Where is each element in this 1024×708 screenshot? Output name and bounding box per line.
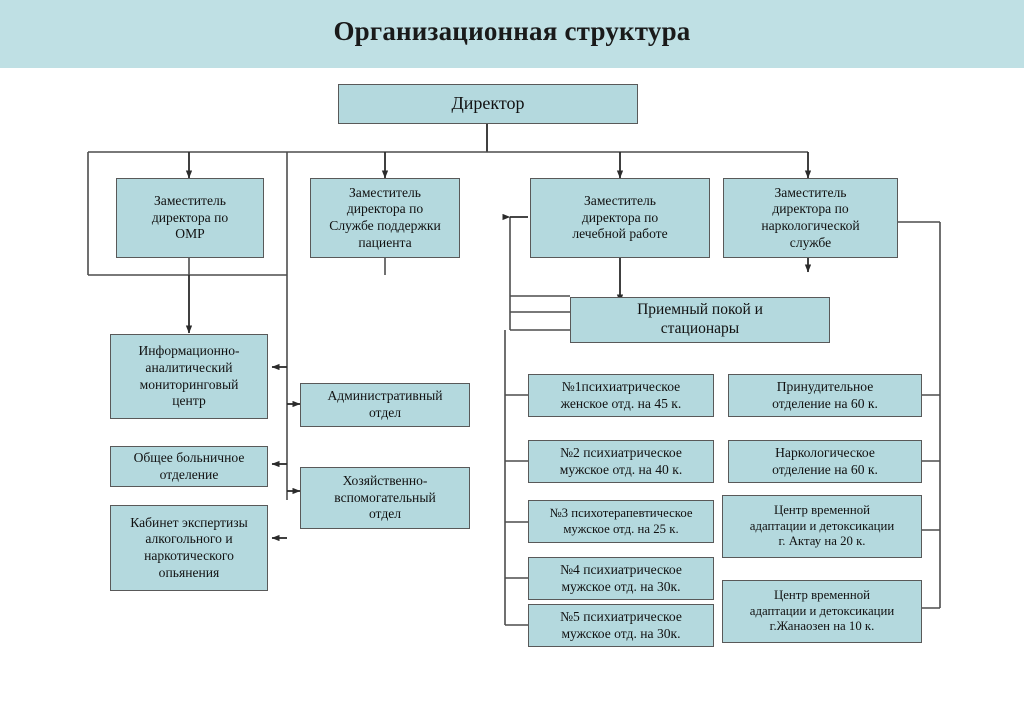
node-dept-1-label: №1психиатрическое женское отд. на 45 к. [560,378,682,411]
node-dept-3-label: №3 психотерапевтическое мужское отд. на … [549,505,693,536]
node-deputy-medical[interactable]: Заместитель директора по лечебной работе [530,178,710,258]
node-narcology-dept[interactable]: Наркологическое отделение на 60 к. [728,440,922,483]
node-deputy-patient-support[interactable]: Заместитель директора по Службе поддержк… [310,178,460,258]
node-compulsory-dept[interactable]: Принудительное отделение на 60 к. [728,374,922,417]
node-admin-dept[interactable]: Административный отдел [300,383,470,427]
node-director[interactable]: Директор [338,84,638,124]
node-expertise-office[interactable]: Кабинет экспертизы алкогольного и наркот… [110,505,268,591]
node-deputy-omr[interactable]: Заместитель директора по ОМР [116,178,264,258]
node-dept-4-label: №4 психиатрическое мужское отд. на 30к. [560,561,682,594]
node-general-hospital[interactable]: Общее больничное отделение [110,446,268,487]
node-center-zhanaozen[interactable]: Центр временной адаптации и детоксикации… [722,580,922,643]
node-center-aktau-label: Центр временной адаптации и детоксикации… [749,503,895,549]
node-expertise-office-label: Кабинет экспертизы алкогольного и наркот… [130,514,248,580]
node-support-dept[interactable]: Хозяйственно- вспомогательный отдел [300,467,470,529]
node-admin-dept-label: Административный отдел [327,388,443,420]
node-deputy-patient-support-label: Заместитель директора по Службе поддержк… [329,184,441,250]
node-center-zhanaozen-label: Центр временной адаптации и детоксикации… [749,588,895,634]
node-dept-3[interactable]: №3 психотерапевтическое мужское отд. на … [528,500,714,543]
title-banner [0,0,1024,68]
node-deputy-narcology-label: Заместитель директора по наркологической… [761,184,860,250]
node-deputy-medical-label: Заместитель директора по лечебной работе [572,193,668,242]
node-support-dept-label: Хозяйственно- вспомогательный отдел [334,473,436,522]
node-dept-2[interactable]: №2 психиатрическое мужское отд. на 40 к. [528,440,714,483]
node-deputy-narcology[interactable]: Заместитель директора по наркологической… [723,178,898,258]
node-dept-2-label: №2 психиатрическое мужское отд. на 40 к. [559,444,683,477]
node-reception[interactable]: Приемный покой и стационары [570,297,830,343]
node-info-center-label: Информационно- аналитический мониторинго… [138,343,240,409]
node-director-label: Директор [451,93,525,114]
node-dept-5-label: №5 психиатрическое мужское отд. на 30к. [560,608,682,641]
node-info-center[interactable]: Информационно- аналитический мониторинго… [110,334,268,419]
node-dept-1[interactable]: №1психиатрическое женское отд. на 45 к. [528,374,714,417]
page-title: Организационная структура [333,16,691,46]
node-compulsory-dept-label: Принудительное отделение на 60 к. [772,378,878,411]
node-general-hospital-label: Общее больничное отделение [133,449,245,482]
node-deputy-omr-label: Заместитель директора по ОМР [151,193,229,242]
node-dept-5[interactable]: №5 психиатрическое мужское отд. на 30к. [528,604,714,647]
node-dept-4[interactable]: №4 психиатрическое мужское отд. на 30к. [528,557,714,600]
node-reception-label: Приемный покой и стационары [637,301,763,337]
node-center-aktau[interactable]: Центр временной адаптации и детоксикации… [722,495,922,558]
node-narcology-dept-label: Наркологическое отделение на 60 к. [772,444,878,477]
